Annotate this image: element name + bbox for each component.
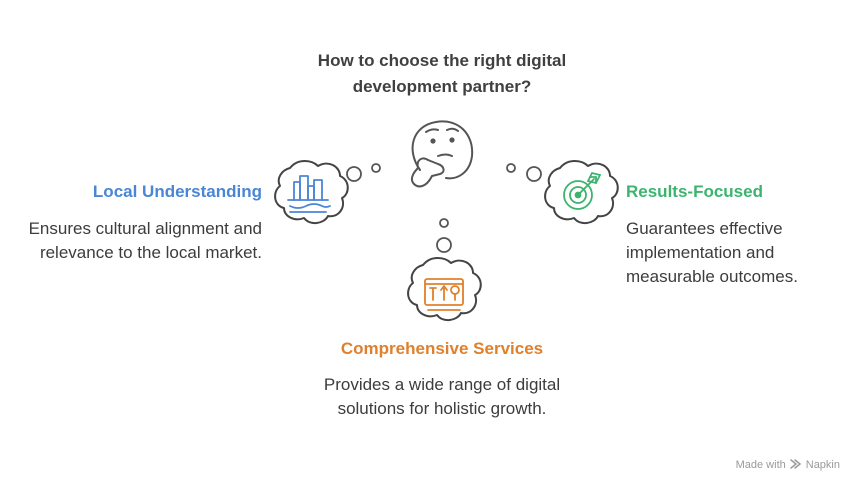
napkin-logo-icon xyxy=(790,459,802,469)
comprehensive-services-heading: Comprehensive Services xyxy=(340,339,544,358)
footer-attribution[interactable]: Made with Napkin xyxy=(736,459,840,471)
comprehensive-services-description: Provides a wide range of digital solutio… xyxy=(323,375,561,418)
results-focused-heading: Results-Focused xyxy=(626,182,763,201)
target-icon xyxy=(563,171,602,210)
left-cloud xyxy=(274,160,349,224)
thinking-face-icon xyxy=(410,120,474,188)
city-skyline-icon xyxy=(287,175,331,213)
page-title: How to choose the right digital developm… xyxy=(317,51,567,96)
results-focused-description: Guarantees effective implementation and … xyxy=(626,219,798,286)
bottom-cloud xyxy=(407,257,482,321)
local-understanding-heading: Local Understanding xyxy=(92,182,262,201)
footer-brand: Napkin xyxy=(805,459,840,471)
toolbox-icon xyxy=(424,278,464,311)
right-cloud xyxy=(544,160,619,224)
local-understanding-description: Ensures cultural alignment and relevance… xyxy=(28,219,262,262)
footer-made-with: Made with xyxy=(735,459,786,471)
thought-bubbles xyxy=(346,163,542,253)
